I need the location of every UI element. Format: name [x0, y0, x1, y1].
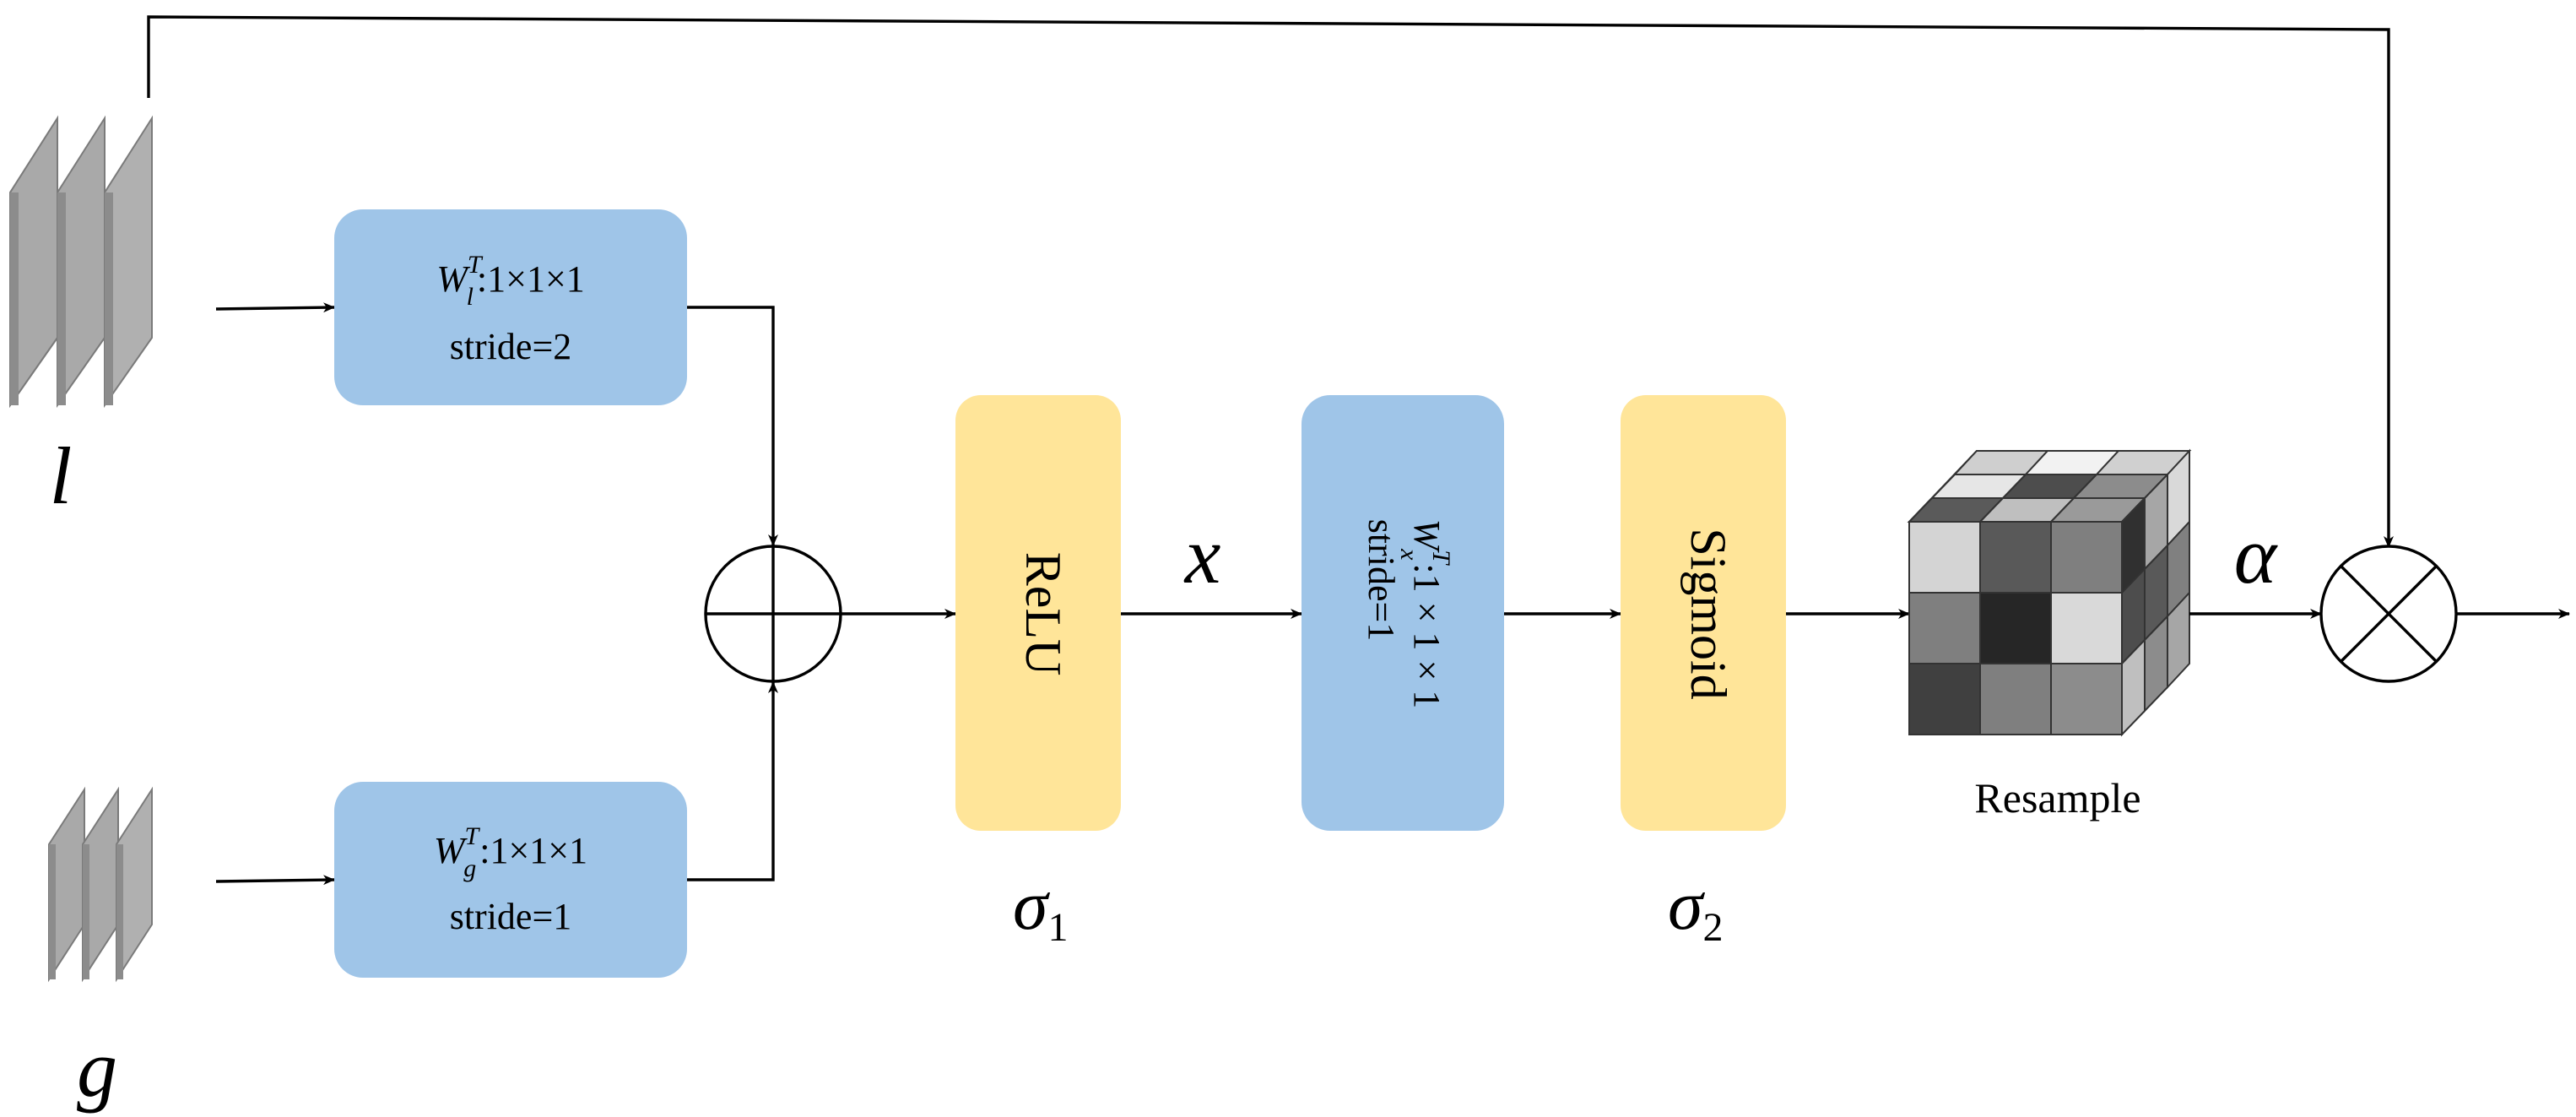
multiply-icon [2319, 545, 2458, 683]
feature-map-g-icon [48, 786, 153, 983]
conv-x-weight: W [1406, 519, 1448, 553]
conv-g-kernel: :1×1×1 [479, 830, 587, 871]
conv-x-box: WTx :1 × 1 × 1 stride=1 [1302, 395, 1504, 831]
alpha-label: α [2234, 510, 2278, 600]
sum-icon [704, 545, 842, 683]
resample-label: Resample [1974, 774, 2140, 821]
svg-text:WTx:1 × 1 × 1: WTx :1 × 1 × 1 [1395, 519, 1455, 709]
conv-g-sub: g [463, 854, 476, 882]
sigma-1-label: σ1 [1013, 866, 1068, 950]
conv-g-stride: stride=1 [450, 896, 572, 937]
input-l-label: l [50, 431, 73, 521]
conv-x-sub: x [1395, 548, 1423, 561]
svg-text:WTg:1×1×1: WTg:1×1×1 [434, 822, 587, 882]
conv-g-to-sum-line [687, 681, 778, 881]
conv-x-stride: stride=1 [1361, 519, 1402, 642]
conv-l-sup: T [468, 251, 484, 279]
relu-box: ReLU [955, 395, 1121, 831]
conv-x-kernel: :1 × 1 × 1 [1406, 563, 1448, 708]
conv-l-weight: W [436, 258, 470, 300]
conv-g-sup: T [465, 822, 481, 850]
arrow-l-to-conv [215, 302, 335, 313]
arrow-g-to-conv [215, 875, 335, 886]
conv-x-sup: T [1427, 550, 1455, 566]
conv-l-to-sum-line [687, 306, 778, 546]
input-g-label: g [77, 1023, 117, 1114]
feature-map-l-icon [9, 115, 153, 409]
svg-text:WTl:1×1×1: WTl:1×1×1 [436, 251, 585, 311]
x-label: x [1183, 510, 1221, 600]
sigmoid-box: Sigmoid [1621, 395, 1786, 831]
conv-l-sub: l [467, 283, 474, 311]
skip-connection-line [147, 15, 2394, 548]
sigma-2-label: σ2 [1668, 866, 1723, 950]
conv-g-weight: W [434, 830, 468, 871]
relu-label: ReLU [1015, 552, 1071, 676]
sigmoid-label: Sigmoid [1680, 528, 1736, 699]
conv-l-kernel: :1×1×1 [477, 258, 585, 300]
conv-l-stride: stride=2 [450, 326, 572, 367]
resample-cube-icon [1907, 448, 2192, 737]
